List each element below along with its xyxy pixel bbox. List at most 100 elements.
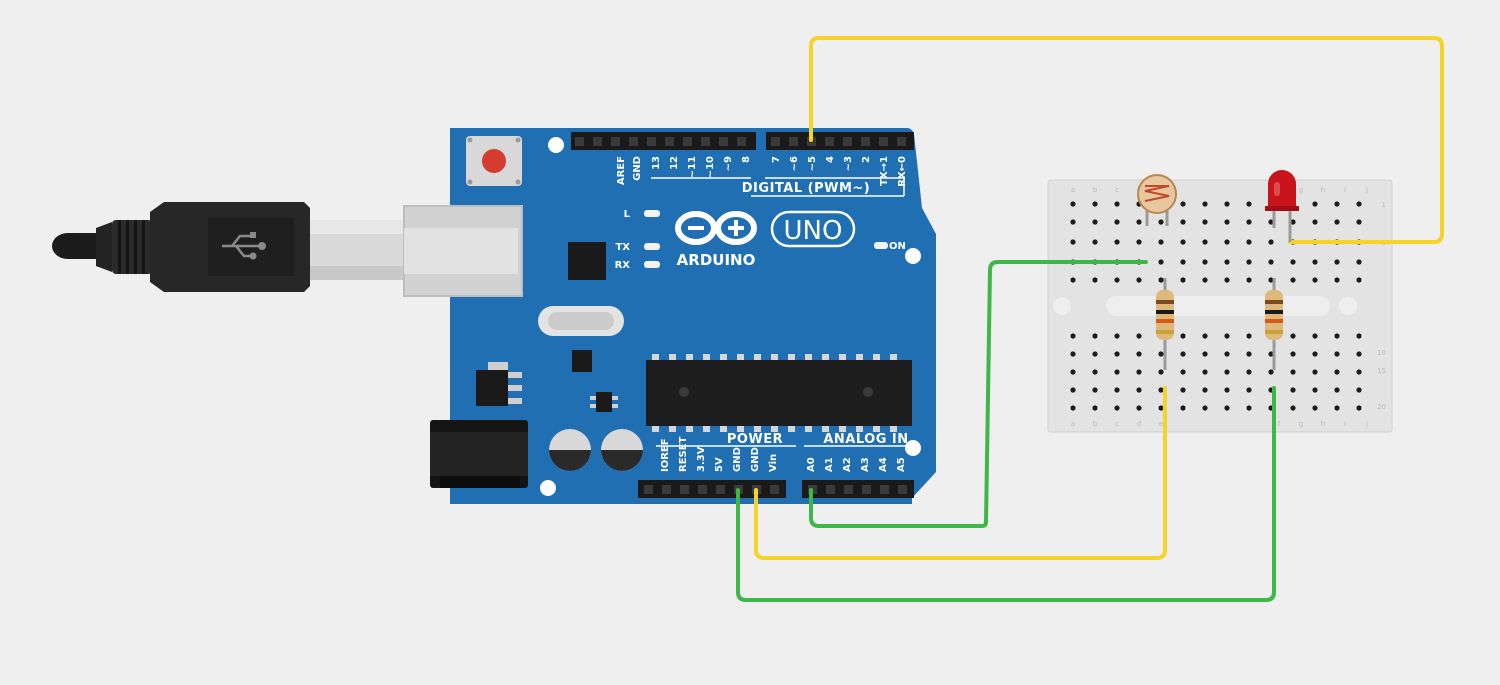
arduino-logo-icon — [675, 211, 757, 245]
usb-cable — [52, 202, 406, 292]
breadboard-hole — [1202, 277, 1208, 283]
breadboard-hole — [1136, 219, 1142, 225]
breadboard-hole — [1224, 259, 1230, 265]
breadboard-hole — [1136, 277, 1142, 283]
resistor-1 — [1156, 278, 1174, 370]
breadboard-hole — [1180, 239, 1186, 245]
wire-green-gnd-to-resistor — [736, 386, 1276, 602]
svg-text:e: e — [1159, 420, 1163, 428]
svg-text:j: j — [1365, 186, 1368, 194]
microcontroller-chip — [646, 354, 912, 432]
svg-text:i: i — [1344, 186, 1346, 194]
breadboard-hole — [1290, 219, 1296, 225]
breadboard-hole — [1202, 369, 1208, 375]
breadboard-hole — [1136, 239, 1142, 245]
led-label-l: L — [624, 209, 631, 220]
breadboard-hole — [1224, 333, 1230, 339]
breadboard-hole — [1312, 405, 1318, 411]
breadboard-hole — [1114, 405, 1120, 411]
breadboard-hole — [1114, 219, 1120, 225]
breadboard-hole — [1114, 351, 1120, 357]
svg-text:h: h — [1321, 420, 1325, 428]
led-icon — [1268, 170, 1296, 208]
svg-text:h: h — [1321, 186, 1325, 194]
breadboard-hole — [1114, 369, 1120, 375]
svg-text:20: 20 — [1377, 403, 1386, 411]
pin-label-aref: AREF — [616, 156, 627, 185]
breadboard-hole — [1070, 369, 1076, 375]
breadboard-hole — [1202, 259, 1208, 265]
digital-header — [571, 132, 914, 150]
pin-label-2: 2 — [861, 156, 872, 163]
board-leds: L TX RX ON — [615, 209, 906, 271]
pin-label-a0: A0 — [806, 457, 817, 472]
breadboard-hole — [1202, 405, 1208, 411]
reset-button[interactable] — [466, 136, 522, 186]
breadboard-hole — [1334, 259, 1340, 265]
breadboard-hole — [1312, 219, 1318, 225]
breadboard-hole — [1092, 351, 1098, 357]
breadboard-hole — [1092, 369, 1098, 375]
breadboard-hole — [1334, 369, 1340, 375]
breadboard-hole — [1092, 333, 1098, 339]
breadboard-hole — [1070, 405, 1076, 411]
breadboard-hole — [1180, 201, 1186, 207]
capacitor-1 — [549, 429, 591, 471]
breadboard-hole — [1136, 333, 1142, 339]
breadboard-hole — [1290, 387, 1296, 393]
breadboard-hole — [1268, 369, 1274, 375]
pin-label-11: ~11 — [687, 156, 698, 178]
breadboard-hole — [1312, 369, 1318, 375]
breadboard-hole — [1158, 405, 1164, 411]
breadboard-hole — [1070, 387, 1076, 393]
breadboard-hole — [1202, 333, 1208, 339]
svg-text:15: 15 — [1377, 367, 1386, 375]
breadboard-hole — [1158, 219, 1164, 225]
breadboard-hole — [1158, 387, 1164, 393]
breadboard-hole — [1224, 369, 1230, 375]
breadboard-hole — [1136, 387, 1142, 393]
pin-label-3: ~3 — [843, 156, 854, 171]
voltage-regulator — [476, 362, 522, 406]
breadboard-hole — [1334, 201, 1340, 207]
breadboard-hole — [1114, 239, 1120, 245]
breadboard-hole — [1290, 405, 1296, 411]
breadboard-hole — [1202, 239, 1208, 245]
breadboard-hole — [1070, 351, 1076, 357]
pin-label-vin: Vin — [768, 454, 779, 472]
breadboard-hole — [1356, 369, 1362, 375]
pin-label-0: RX←0 — [897, 156, 908, 187]
breadboard-hole — [1246, 239, 1252, 245]
breadboard-hole — [1246, 351, 1252, 357]
breadboard-hole — [1202, 201, 1208, 207]
wire-green-a0-to-photoresistor — [809, 260, 1148, 528]
pin-label-5v: 5V — [714, 457, 725, 472]
svg-text:g: g — [1299, 186, 1303, 194]
red-led — [1265, 170, 1299, 242]
small-chip — [572, 350, 592, 372]
usb-controller-chip — [568, 242, 606, 280]
pin-label-9: ~9 — [723, 156, 734, 171]
breadboard-hole — [1356, 201, 1362, 207]
svg-text:10: 10 — [1377, 349, 1386, 357]
power-header-label: POWER — [727, 432, 783, 447]
breadboard-hole — [1180, 333, 1186, 339]
pin-label-a2: A2 — [842, 457, 853, 472]
breadboard-hole — [1268, 351, 1274, 357]
breadboard-hole — [1334, 351, 1340, 357]
power-header — [638, 480, 786, 498]
pin-label-8: 8 — [741, 156, 752, 163]
breadboard-hole — [1136, 369, 1142, 375]
breadboard-hole — [1356, 387, 1362, 393]
breadboard-hole — [1202, 387, 1208, 393]
breadboard-hole — [1290, 369, 1296, 375]
breadboard-hole — [1158, 259, 1164, 265]
svg-text:j: j — [1365, 420, 1368, 428]
pin-label-6: ~6 — [789, 156, 800, 171]
capacitor-2 — [601, 429, 643, 471]
breadboard-hole — [1092, 239, 1098, 245]
breadboard-hole — [1070, 201, 1076, 207]
svg-text:a: a — [1071, 420, 1075, 428]
breadboard-hole — [1334, 405, 1340, 411]
breadboard-hole — [1246, 201, 1252, 207]
